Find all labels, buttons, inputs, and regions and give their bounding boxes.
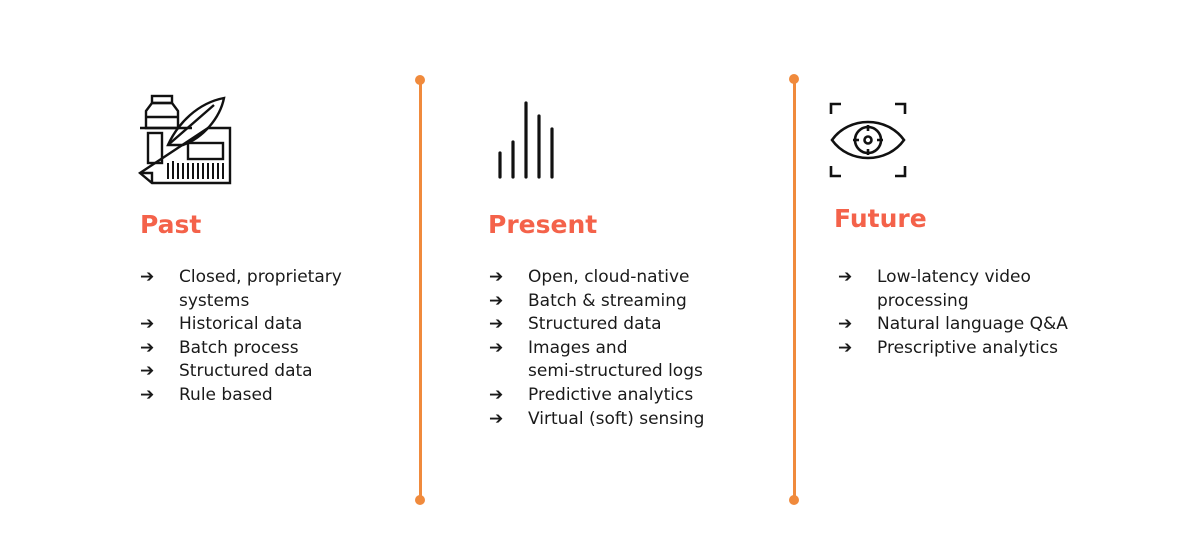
list-item-text: Predictive analytics bbox=[528, 384, 694, 405]
list-item: ➔ Natural language Q&A bbox=[838, 313, 1068, 337]
arrow-icon: ➔ bbox=[140, 337, 155, 358]
arrow-icon: ➔ bbox=[489, 290, 504, 311]
list-item: ➔ Prescriptive analytics bbox=[838, 337, 1068, 361]
arrow-icon: ➔ bbox=[838, 314, 853, 335]
divider-dot bbox=[789, 74, 799, 84]
divider-line-1 bbox=[419, 80, 422, 500]
arrow-icon: ➔ bbox=[140, 384, 155, 405]
list-item: ➔ Predictive analytics bbox=[489, 384, 704, 408]
list-item: ➔ Open, cloud-native bbox=[489, 266, 704, 290]
list-item-text: Rule based bbox=[179, 384, 273, 405]
arrow-icon: ➔ bbox=[489, 384, 504, 405]
arrow-icon: ➔ bbox=[489, 337, 504, 358]
list-item-text: Structured data bbox=[179, 361, 313, 382]
inkwell-quill-newspaper-icon bbox=[138, 94, 232, 185]
arrow-icon: ➔ bbox=[489, 408, 504, 429]
list-item-text: Historical data bbox=[179, 314, 303, 335]
list-item: ➔ Batch process bbox=[140, 337, 342, 361]
eye-focus-icon bbox=[829, 102, 907, 178]
list-item: ➔ Batch & streaming bbox=[489, 290, 704, 314]
list-item: ➔ Low-latency video processing bbox=[838, 266, 1068, 313]
arrow-icon: ➔ bbox=[489, 314, 504, 335]
list-item-text: Images and bbox=[528, 337, 628, 358]
divider-dot bbox=[415, 75, 425, 85]
arrow-icon: ➔ bbox=[140, 314, 155, 335]
list-item: ➔ Closed, proprietary systems bbox=[140, 266, 342, 313]
divider-line-2 bbox=[793, 79, 796, 500]
column-title: Future bbox=[834, 204, 927, 233]
signal-bars-icon bbox=[498, 101, 554, 179]
arrow-icon: ➔ bbox=[140, 361, 155, 382]
list-item: ➔ Images and semi-structured logs bbox=[489, 337, 704, 384]
list-item-text: Batch process bbox=[179, 337, 299, 358]
list-item: ➔ Structured data bbox=[489, 313, 704, 337]
list-item-text: Low-latency video bbox=[877, 267, 1031, 287]
list-item-text: Natural language Q&A bbox=[877, 314, 1068, 335]
divider-dot bbox=[415, 495, 425, 505]
feature-list: ➔ Closed, proprietary systems ➔ Historical d… bbox=[140, 266, 342, 408]
list-item-text: Open, cloud-native bbox=[528, 267, 690, 287]
list-item: ➔ Structured data bbox=[140, 360, 342, 384]
feature-list: ➔ Low-latency video processing ➔ Natural lan… bbox=[838, 266, 1068, 360]
list-item-text: Batch & streaming bbox=[528, 290, 687, 311]
arrow-icon: ➔ bbox=[838, 337, 853, 358]
list-item-text: Structured data bbox=[528, 314, 662, 335]
arrow-icon: ➔ bbox=[489, 267, 504, 287]
column-title: Past bbox=[140, 210, 202, 239]
list-item-text: Virtual (soft) sensing bbox=[528, 408, 705, 429]
list-item: ➔ Historical data bbox=[140, 313, 342, 337]
list-item-text: Closed, proprietary bbox=[179, 267, 342, 287]
feature-list: ➔ Open, cloud-native ➔ Batch & streaming ➔ St… bbox=[489, 266, 704, 431]
list-item: ➔ Rule based bbox=[140, 384, 342, 408]
divider-dot bbox=[789, 495, 799, 505]
column-title: Present bbox=[488, 210, 598, 239]
list-item-text: Prescriptive analytics bbox=[877, 337, 1059, 358]
list-item-text: systems bbox=[179, 290, 250, 311]
list-item-text: processing bbox=[877, 290, 969, 311]
list-item: ➔ Virtual (soft) sensing bbox=[489, 408, 704, 432]
list-item-text: semi-structured logs bbox=[528, 361, 703, 382]
arrow-icon: ➔ bbox=[838, 267, 853, 287]
arrow-icon: ➔ bbox=[140, 267, 155, 287]
